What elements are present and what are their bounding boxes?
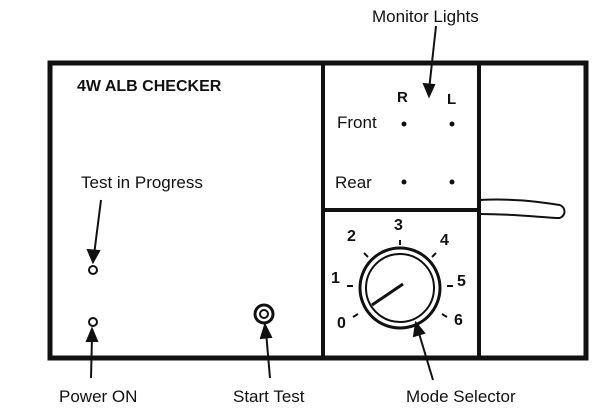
dial-number-1: 1	[331, 270, 340, 287]
dial-number-5: 5	[457, 273, 466, 290]
dial-number-6: 6	[454, 312, 463, 329]
mode-selector-callout: Mode Selector	[406, 387, 516, 406]
dial-number-0: 0	[337, 315, 346, 332]
cable	[478, 198, 566, 219]
monitor-lights-callout: Monitor Lights	[372, 7, 479, 26]
front-row-label: Front	[337, 113, 377, 132]
device-title: 4W ALB CHECKER	[77, 78, 222, 95]
mode-selector-dial	[347, 240, 453, 330]
rear-left-light	[449, 179, 455, 185]
start-test-button	[253, 303, 275, 325]
right-column-header: R	[397, 89, 408, 106]
front-right-light	[401, 121, 407, 127]
dial-pointer	[371, 282, 404, 307]
front-left-light	[449, 121, 455, 127]
panel-frame	[47, 60, 589, 361]
power-on-light	[88, 317, 98, 327]
dial-number-3: 3	[394, 217, 403, 234]
start-test-callout: Start Test	[233, 387, 305, 406]
test-in-progress-label: Test in Progress	[81, 173, 203, 192]
dial-number-2: 2	[347, 228, 356, 245]
rear-row-label: Rear	[335, 173, 372, 192]
left-column-header: L	[447, 91, 457, 108]
callout-arrows	[85, 25, 437, 381]
power-on-callout: Power ON	[59, 387, 138, 406]
test-in-progress-light	[88, 265, 98, 275]
rear-right-light	[401, 179, 407, 185]
dial-number-4: 4	[440, 232, 449, 249]
